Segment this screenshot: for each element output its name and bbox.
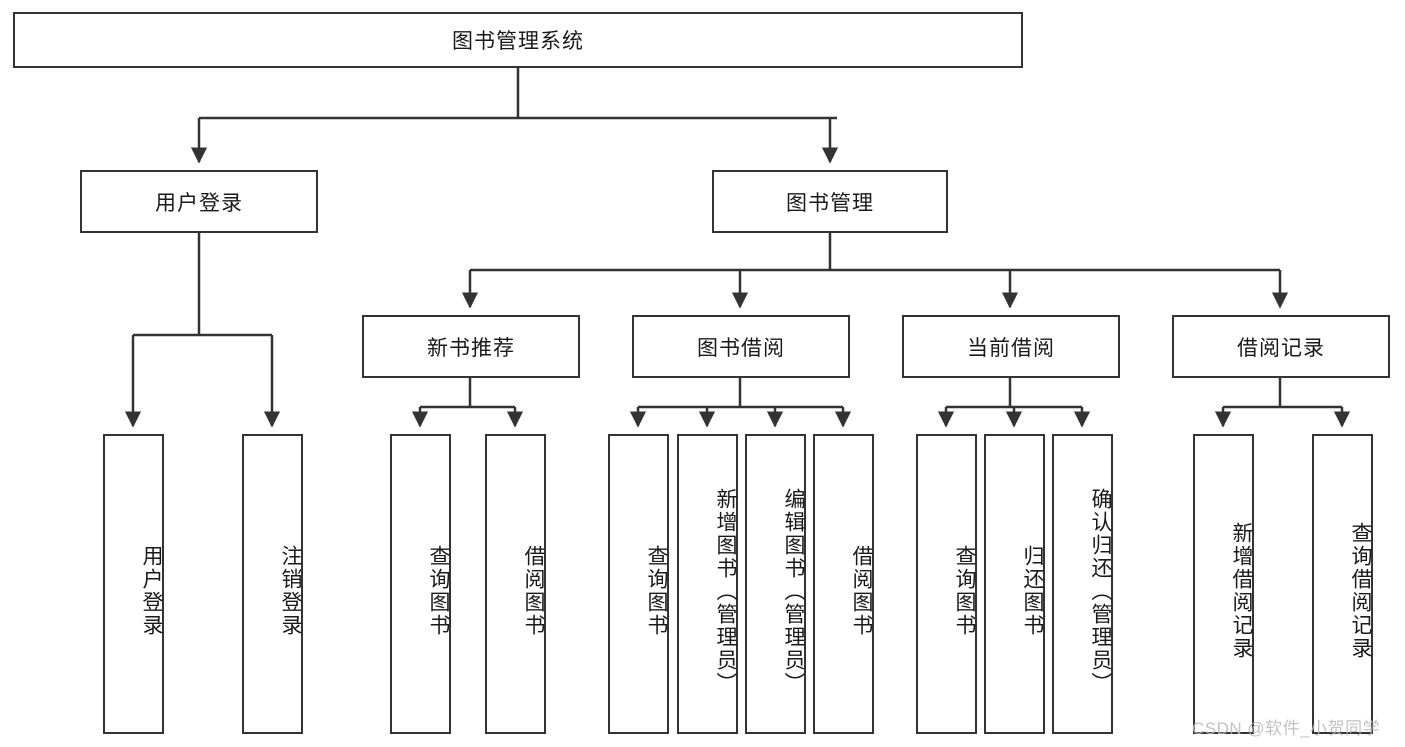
leaf-newbook-query-book-label: 查询图书 bbox=[427, 545, 450, 637]
leaf-newbook-query-book[interactable]: 查询图书 bbox=[390, 434, 451, 734]
leaf-user-login[interactable]: 用户登录 bbox=[103, 434, 164, 734]
leaf-user-logout-label: 注销登录 bbox=[279, 545, 302, 637]
leaf-current-confirm-return[interactable]: 确认归还（管理员） bbox=[1052, 434, 1113, 734]
leaf-user-login-label: 用户登录 bbox=[140, 545, 163, 637]
node-user-login[interactable]: 用户登录 bbox=[80, 170, 318, 233]
leaf-record-query-label: 查询借阅记录 bbox=[1349, 522, 1372, 660]
node-root[interactable]: 图书管理系统 bbox=[13, 12, 1023, 68]
node-borrow-record[interactable]: 借阅记录 bbox=[1172, 315, 1390, 378]
leaf-user-logout[interactable]: 注销登录 bbox=[242, 434, 303, 734]
leaf-current-query-book-label: 查询图书 bbox=[953, 545, 976, 637]
leaf-newbook-borrow-book[interactable]: 借阅图书 bbox=[485, 434, 546, 734]
leaf-borrow-query-book[interactable]: 查询图书 bbox=[608, 434, 669, 734]
leaf-current-query-book[interactable]: 查询图书 bbox=[916, 434, 977, 734]
leaf-borrow-borrow-book-label: 借阅图书 bbox=[850, 545, 873, 637]
leaf-record-add-label: 新增借阅记录 bbox=[1230, 522, 1253, 660]
leaf-borrow-add-book-label: 新增图书（管理员） bbox=[714, 487, 737, 695]
leaf-current-confirm-return-label: 确认归还（管理员） bbox=[1089, 487, 1112, 695]
node-current-borrow[interactable]: 当前借阅 bbox=[902, 315, 1120, 378]
node-book-management[interactable]: 图书管理 bbox=[712, 170, 948, 233]
leaf-borrow-edit-book-label: 编辑图书（管理员） bbox=[782, 487, 805, 695]
leaf-borrow-query-book-label: 查询图书 bbox=[645, 545, 668, 637]
leaf-borrow-edit-book[interactable]: 编辑图书（管理员） bbox=[745, 434, 806, 734]
leaf-record-query[interactable]: 查询借阅记录 bbox=[1312, 434, 1373, 734]
leaf-borrow-add-book[interactable]: 新增图书（管理员） bbox=[677, 434, 738, 734]
node-new-book-recommend[interactable]: 新书推荐 bbox=[362, 315, 580, 378]
node-borrow-record-label: 借阅记录 bbox=[1237, 336, 1325, 360]
node-book-management-label: 图书管理 bbox=[786, 191, 874, 215]
node-new-book-recommend-label: 新书推荐 bbox=[427, 336, 515, 360]
leaf-borrow-borrow-book[interactable]: 借阅图书 bbox=[813, 434, 874, 734]
node-user-login-label: 用户登录 bbox=[155, 191, 243, 215]
node-root-label: 图书管理系统 bbox=[452, 30, 584, 53]
leaf-current-return-book-label: 归还图书 bbox=[1021, 545, 1044, 637]
node-book-borrow-label: 图书借阅 bbox=[697, 336, 785, 360]
node-book-borrow[interactable]: 图书借阅 bbox=[632, 315, 850, 378]
leaf-record-add[interactable]: 新增借阅记录 bbox=[1193, 434, 1254, 734]
leaf-current-return-book[interactable]: 归还图书 bbox=[984, 434, 1045, 734]
leaf-newbook-borrow-book-label: 借阅图书 bbox=[522, 545, 545, 637]
node-current-borrow-label: 当前借阅 bbox=[967, 336, 1055, 360]
